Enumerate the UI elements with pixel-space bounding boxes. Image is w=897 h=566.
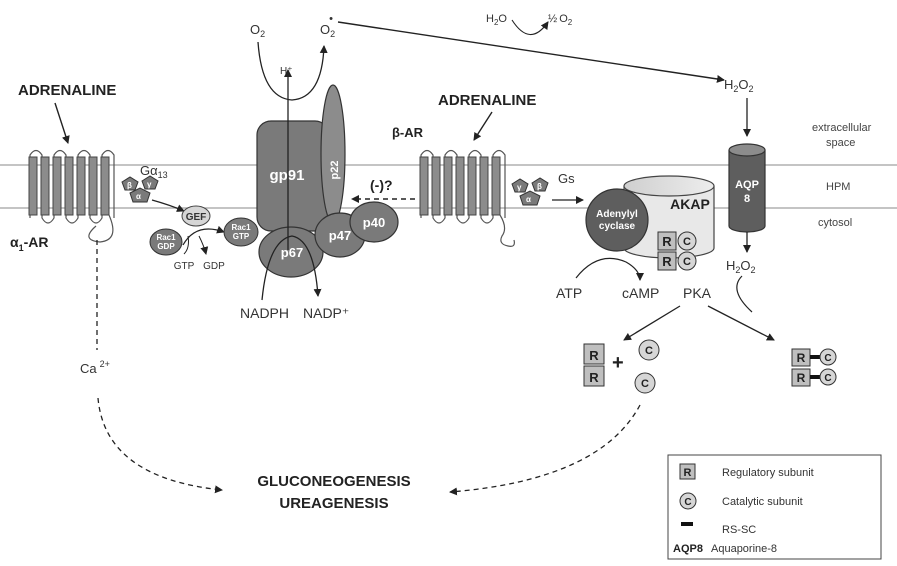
extracellular-label-2: space [826,137,855,149]
svg-text:Catalytic subunit: Catalytic subunit [722,496,803,508]
h2o2-extracellular-label: H2O2 [724,77,754,94]
svg-text:AQP8: AQP8 [673,543,703,555]
svg-text:GDP: GDP [157,242,175,251]
svg-text:γ: γ [147,180,152,189]
stabilized-pka-complex: R R C C [792,349,836,386]
svg-text:R: R [797,371,806,385]
h-plus-label: H⁺ [280,66,293,77]
svg-text:R: R [662,254,672,269]
p40-subunit: p40 [350,202,398,242]
catalase-arrow [512,20,548,35]
hpm-label: HPM [826,181,850,193]
nadph-label: NADPH [240,305,289,321]
adenylyl-cyclase-node: Adenylyl cyclase [586,189,648,251]
svg-text:β: β [537,182,542,191]
svg-text:AQP: AQP [735,179,759,191]
pka-stabilized-arrow [708,306,774,340]
svg-text:C: C [683,256,691,268]
svg-text:GEF: GEF [186,212,207,223]
adrenaline-right-arrow [474,112,492,140]
svg-text:C: C [824,353,831,364]
svg-text:C: C [684,497,691,508]
pka-label: PKA [683,285,712,301]
svg-text:gp91: gp91 [269,167,304,184]
beta-ar-label: β-AR [392,125,424,140]
pka-to-outcome-arrow [450,405,640,492]
svg-text:p22: p22 [329,161,341,180]
svg-text:cyclase: cyclase [599,221,636,232]
gtp-label: GTP [174,261,195,272]
svg-text:Rac1: Rac1 [231,223,251,232]
legend-aqp8: AQP8 Aquaporine-8 [673,543,777,555]
svg-text:C: C [645,345,653,357]
water-label: H2O [486,13,507,27]
aqp8-channel: AQP 8 [729,144,765,232]
free-regulatory-subunits: R R [584,344,604,386]
svg-text:C: C [824,373,831,384]
svg-text:8: 8 [744,193,750,205]
gdp-label: GDP [203,261,225,272]
o2-label: O2 [250,22,265,39]
h2o2-cytosol-label: H2O2 [726,258,756,275]
camp-label: cAMP [622,285,659,301]
svg-text:GTP: GTP [233,232,250,241]
p67-subunit: p67 [259,227,323,277]
extracellular-label: extracellular [812,122,872,134]
svg-text:R: R [797,351,806,365]
outcome-label-2: UREAGENESIS [279,495,388,512]
svg-text:R: R [589,370,599,385]
svg-text:γ: γ [517,183,522,192]
pka-dissociation-arrow [624,306,680,340]
outcome-label-1: GLUCONEOGENESIS [257,473,410,490]
rac1-gtp-node: Rac1 GTP [224,218,258,246]
superoxide-to-h2o2-arrow [338,22,724,80]
gs-label: Gs [558,171,575,186]
rac1-gdp-node: Rac1 GDP [150,229,182,255]
svg-text:Regulatory subunit: Regulatory subunit [722,467,814,479]
g13-to-gef-arrow [152,200,184,211]
inhibition-label: (-)? [370,177,393,193]
svg-text:α: α [526,195,531,204]
g-protein-left: β γ α [122,176,158,202]
svg-text:C: C [641,378,649,390]
atp-label: ATP [556,285,582,301]
free-catalytic-subunits: C C [635,340,659,393]
atp-to-camp-arrow [576,258,640,280]
adrenaline-left-arrow [55,103,68,143]
svg-text:α: α [136,192,141,201]
cytosol-label: cytosol [818,217,852,229]
h2o2-to-pka-arrow [737,276,752,312]
svg-text:Adenylyl: Adenylyl [596,209,638,220]
svg-text:RS-SC: RS-SC [722,524,756,536]
plus-sign: + [612,352,624,374]
svg-text:p47: p47 [329,228,351,243]
adrenaline-left-label: ADRENALINE [18,82,116,99]
calcium-to-outcome-arrow [98,398,222,490]
svg-text:Rac1: Rac1 [156,233,176,242]
adrenaline-right-label: ADRENALINE [438,92,536,109]
gp91-complex: gp91 p22 [257,85,345,231]
nadp-plus-label: NADP⁺ [303,305,349,321]
svg-text:β: β [127,181,132,190]
svg-text:R: R [662,234,672,249]
svg-text:R: R [684,467,692,479]
gdp-out-arrow [199,236,206,254]
svg-text:Aquaporine-8: Aquaporine-8 [711,543,777,555]
svg-text:p67: p67 [281,245,303,260]
legend: R Regulatory subunit C Catalytic subunit… [668,455,881,559]
superoxide-label: O2• [320,13,335,39]
svg-text:R: R [589,348,599,363]
alpha1-ar-label: α1-AR [10,234,49,253]
svg-text:p40: p40 [363,215,385,230]
g-protein-right: γ β α [512,178,548,205]
alpha1-ar-receptor [29,151,114,243]
gef-node: GEF [182,206,210,226]
svg-text:C: C [683,236,691,248]
svg-text:AKAP: AKAP [670,196,710,212]
rac1-activation-arrow [183,229,224,245]
